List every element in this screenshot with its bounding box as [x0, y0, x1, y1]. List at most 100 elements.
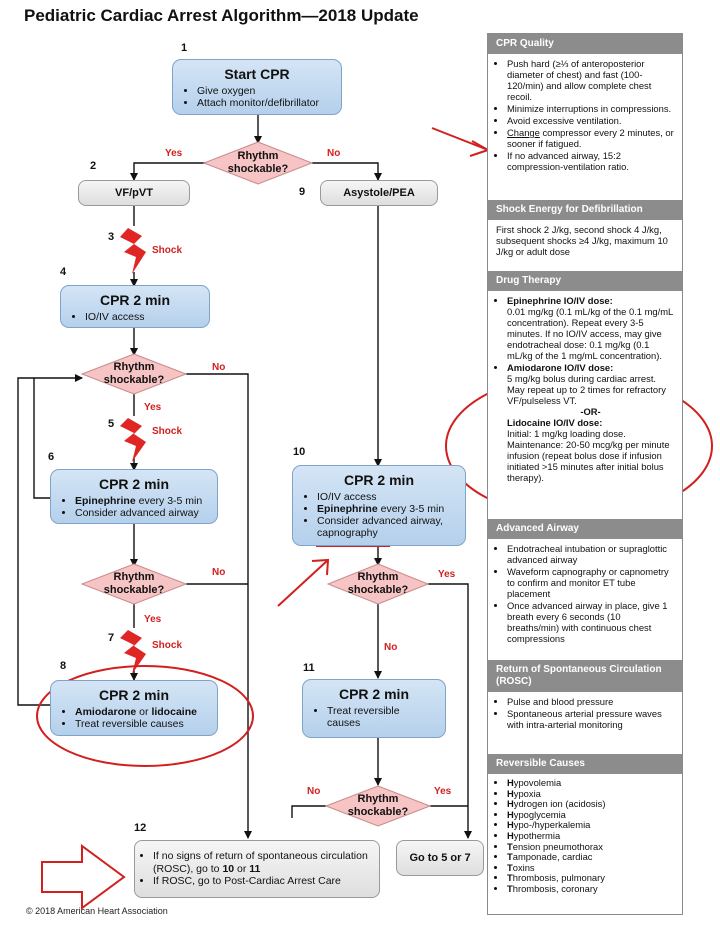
no-rosc-item: If no signs of return of spontaneous cir… [153, 850, 371, 875]
cpr-box-10: CPR 2 min IO/IV access Epinephrine every… [292, 465, 466, 546]
reversible-cause-item: Toxins [507, 862, 674, 874]
io-iv-access-item: IO/IV access [85, 311, 197, 323]
step-number-4: 4 [60, 266, 67, 278]
shock-bolt-7 [120, 630, 146, 674]
cpr-quality-header: CPR Quality [488, 34, 682, 54]
cpr-box-10-title: CPR 2 min [343, 472, 414, 488]
reversible-cause-item: Tamponade, cardiac [507, 851, 674, 863]
start-cpr-title: Start CPR [224, 66, 290, 82]
diamond-3 [80, 563, 188, 605]
step-number-12: 12 [134, 822, 147, 834]
cpr-box-6-title: CPR 2 min [98, 476, 169, 492]
copyright: © 2018 American Heart Association [26, 906, 168, 916]
step-number-11: 11 [303, 662, 315, 674]
rosc-item: If ROSC, go to Post-Cardiac Arrest Care [153, 875, 371, 888]
no-label-3: No [212, 567, 226, 578]
cpr-box-11: CPR 2 min Treat reversible causes [302, 679, 446, 738]
reversible-causes-item: Treat reversible causes [75, 718, 205, 730]
no-label-2: No [212, 362, 226, 373]
attach-monitor-item: Attach monitor/defibrillator [197, 97, 329, 109]
step-number-8: 8 [60, 660, 67, 672]
asystole-pea-box: Asystole/PEA [320, 180, 438, 206]
shock-label-5: Shock [152, 426, 183, 437]
yes-label-1: Yes [165, 148, 183, 159]
advanced-airway-header: Advanced Airway [488, 519, 682, 539]
advanced-airway-item: Consider advanced airway,capnography [317, 515, 453, 539]
airway-item: Waveform capnography or capnometry to co… [507, 566, 674, 599]
reversible-cause-item: Hypoglycemia [507, 809, 674, 821]
vf-pvt-box: VF/pVT [78, 180, 190, 206]
no-label-1: No [327, 148, 341, 159]
cpr-quality-item: Avoid excessive ventilation. [507, 115, 674, 126]
cpr-box-4: CPR 2 min IO/IV access [60, 285, 210, 328]
cpr-quality-item: Change compressor every 2 minutes, or so… [507, 127, 674, 149]
shock-energy-section: Shock Energy for Defibrillation First sh… [488, 200, 682, 262]
drug-therapy-section: Drug Therapy Epinephrine IO/IV dose:0.01… [488, 271, 682, 489]
yes-label-2: Yes [144, 402, 162, 413]
reversible-causes-section: Reversible Causes HypovolemiaHypoxiaHydr… [488, 754, 682, 900]
shock-energy-header: Shock Energy for Defibrillation [488, 200, 682, 220]
rosc-item: Pulse and blood pressure [507, 696, 674, 707]
diamond-2 [80, 353, 188, 395]
cpr-box-8-title: CPR 2 min [98, 687, 169, 703]
reference-panel: CPR Quality Push hard (≥⅓ of anteroposte… [487, 33, 683, 915]
reversible-cause-item: Hypothermia [507, 830, 674, 842]
reversible-cause-item: Thrombosis, pulmonary [507, 873, 674, 884]
step-number-9: 9 [299, 186, 306, 198]
page-title: Pediatric Cardiac Arrest Algorithm—2018 … [24, 6, 419, 25]
step-number-2: 2 [90, 160, 97, 172]
no-label-5: No [307, 786, 321, 797]
start-cpr-box: Start CPR Give oxygen Attach monitor/def… [172, 59, 342, 115]
cpr-box-8: CPR 2 min Amiodarone or lidocaine Treat … [50, 680, 218, 736]
reversible-causes-item: Treat reversible causes [327, 705, 433, 729]
reversible-cause-item: Hypoxia [507, 788, 674, 800]
step-number-5: 5 [108, 418, 115, 430]
shock-bolt-5 [120, 418, 146, 462]
cpr-quality-item: Push hard (≥⅓ of anteroposterior diamete… [507, 58, 674, 102]
shock-label-7: Shock [152, 640, 183, 651]
epinephrine-item: Epinephrine every 3-5 min [75, 495, 205, 507]
advanced-airway-section: Advanced Airway Endotracheal intubation … [488, 519, 682, 650]
amiodarone-lidocaine-item: Amiodarone or lidocaine [75, 706, 205, 718]
reversible-cause-item: Tension pneumothorax [507, 841, 674, 853]
shock-bolt-3 [120, 228, 146, 274]
cpr-box-6: CPR 2 min Epinephrine every 3-5 min Cons… [50, 469, 218, 524]
rosc-item: Spontaneous arterial pressure waves with… [507, 708, 674, 730]
epinephrine-item: Epinephrine every 3-5 min [317, 503, 453, 515]
give-oxygen-item: Give oxygen [197, 85, 329, 97]
yes-label-3: Yes [144, 614, 162, 625]
shock-energy-text: First shock 2 J/kg, second shock 4 J/kg,… [496, 224, 668, 257]
io-iv-access-item: IO/IV access [317, 491, 453, 503]
no-label-4: No [384, 642, 398, 653]
cpr-quality-item: Minimize interruptions in compressions. [507, 103, 674, 114]
step-number-3: 3 [108, 231, 115, 243]
step-number-10: 10 [293, 446, 306, 458]
advanced-airway-item: Consider advanced airway [75, 507, 205, 519]
reversible-cause-item: Hypovolemia [507, 777, 674, 789]
shock-label-3: Shock [152, 245, 183, 256]
step-number-6: 6 [48, 451, 55, 463]
drug-therapy-header: Drug Therapy [488, 271, 682, 291]
reversible-cause-item: Hydrogen ion (acidosis) [507, 798, 674, 810]
diamond-5 [324, 785, 432, 827]
cpr-quality-section: CPR Quality Push hard (≥⅓ of anteroposte… [488, 34, 682, 178]
diamond-4 [326, 563, 430, 605]
reversible-cause-item: Hypo-/hyperkalemia [507, 820, 674, 831]
cpr-box-11-title: CPR 2 min [338, 686, 409, 702]
diamond-1 [202, 141, 314, 185]
or-separator: -OR- [580, 406, 601, 417]
reversible-causes-header: Reversible Causes [488, 754, 682, 774]
step-number-7: 7 [108, 632, 115, 644]
reversible-cause-item: Thrombosis, coronary [507, 883, 674, 895]
yes-label-4: Yes [438, 569, 456, 580]
rosc-section: Return of Spontaneous Circulation (ROSC)… [488, 660, 682, 736]
airway-item: Endotracheal intubation or supraglottic … [507, 543, 674, 565]
airway-item: Once advanced airway in place, give 1 br… [507, 600, 674, 644]
epinephrine-dose-item: Epinephrine IO/IV dose:0.01 mg/kg (0.1 m… [507, 295, 674, 361]
rosc-decision-box: If no signs of return of spontaneous cir… [134, 840, 380, 898]
